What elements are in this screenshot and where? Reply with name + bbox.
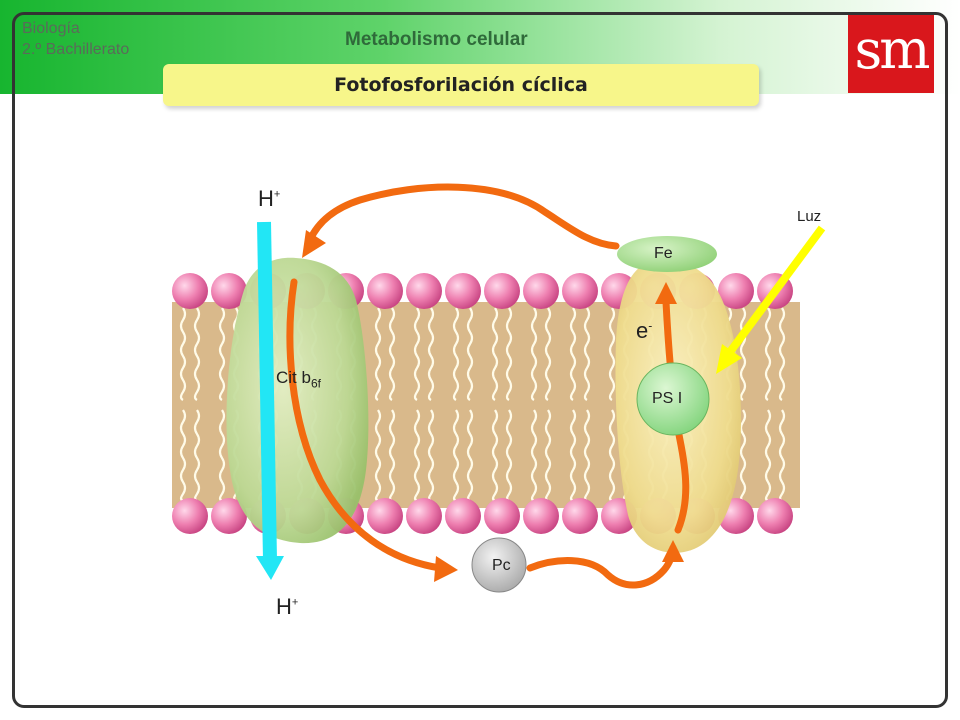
lipid-tail (452, 409, 460, 502)
pc-to-ps1-arrowhead (662, 540, 684, 562)
lipid-tail (530, 409, 538, 502)
lipid-tail (388, 409, 396, 502)
ps1-internal-arrowhead (655, 282, 677, 304)
lipid-tail (193, 409, 201, 502)
page-title: Fotofosforilación cíclica (334, 74, 588, 96)
proton-arrowhead (256, 556, 284, 580)
lipid-head-top (445, 273, 481, 309)
lipid-head-top (406, 273, 442, 309)
subject-name: Biología (22, 20, 80, 37)
fe-label: Fe (654, 245, 673, 262)
proton-label-top: H+ (258, 186, 280, 212)
proton-symbol-bottom: H (276, 594, 292, 619)
electron-charge: - (648, 318, 653, 333)
lipid-head-bottom (523, 498, 559, 534)
lipid-head-bottom (562, 498, 598, 534)
light-arrow (726, 225, 826, 355)
lipid-tail (452, 307, 460, 401)
lipid-tail (466, 307, 474, 401)
electron-symbol: e (636, 318, 649, 343)
lipid-head-bottom (367, 498, 403, 534)
course-level: 2.º Bachillerato (22, 41, 130, 58)
ps1-reaction-center (636, 362, 710, 436)
electron-return-arrow (306, 183, 620, 250)
lipid-tail (608, 307, 616, 401)
lipid-head-top (211, 273, 247, 309)
lipid-tail (179, 307, 187, 401)
proton-label-bottom: H+ (276, 594, 298, 620)
lipid-head-top (523, 273, 559, 309)
ps1-label: PS I (652, 390, 683, 407)
lipid-tail (739, 409, 747, 502)
proton-charge-bottom: + (291, 596, 299, 609)
lipid-tail (466, 409, 474, 502)
proton-flow-arrow (257, 221, 277, 561)
lipid-tail (764, 307, 772, 401)
lipid-tail (179, 409, 187, 502)
lipid-tail (764, 409, 772, 502)
electron-return-arrowhead (302, 230, 326, 258)
cytochrome-subscript: 6f (310, 376, 321, 391)
lipid-tail (778, 409, 786, 502)
lipid-tail (413, 409, 421, 502)
lipid-head-top (367, 273, 403, 309)
electron-label: e- (636, 318, 652, 344)
proton-charge-top: + (273, 188, 281, 201)
lipid-head-bottom (406, 498, 442, 534)
pc-label: Pc (492, 557, 511, 574)
lipid-tail (569, 307, 577, 401)
lipid-tail (218, 307, 226, 401)
lipid-head-top (484, 273, 520, 309)
title-bar: Fotofosforilación cíclica (163, 64, 759, 106)
cytochrome-to-pc-arrow (286, 278, 444, 572)
lipid-tail (374, 409, 382, 502)
lipid-tail (583, 409, 591, 502)
lipid-tail (544, 307, 552, 401)
lipid-tail (778, 307, 786, 401)
lipid-tail (491, 409, 499, 502)
light-label: Luz (797, 208, 822, 225)
lipid-tail (739, 307, 747, 401)
lipid-head-bottom (211, 498, 247, 534)
lipid-tail (569, 409, 577, 502)
lipid-head-top (718, 273, 754, 309)
lipid-head-bottom (484, 498, 520, 534)
lipid-tail (505, 307, 513, 401)
proton-symbol-top: H (258, 186, 274, 211)
subject-label: Biología 2.º Bachillerato (22, 18, 129, 60)
lipid-tail (530, 307, 538, 401)
sm-logo: sm (848, 13, 934, 93)
lipid-tail (544, 409, 552, 502)
lipid-tail (608, 409, 616, 502)
plastocyanin (471, 537, 527, 593)
lipid-head-bottom (757, 498, 793, 534)
lipid-tail (193, 307, 201, 401)
ps1-internal-electron-arrow (662, 298, 690, 534)
lipid-tail (427, 409, 435, 502)
lipid-tail (374, 307, 382, 401)
light-arrowhead (716, 344, 742, 374)
fe-cluster (617, 236, 717, 272)
lipid-tail (427, 307, 435, 401)
cytochrome-to-pc-arrowhead (434, 556, 458, 582)
lipid-tail (583, 307, 591, 401)
lipid-tail (218, 409, 226, 502)
lipid-head-bottom (445, 498, 481, 534)
cytochrome-name: Cit b (276, 368, 311, 387)
section-title: Metabolismo celular (345, 29, 528, 50)
lipid-tail (505, 409, 513, 502)
lipid-head-top (172, 273, 208, 309)
lipid-tail (491, 307, 499, 401)
cytochrome-label: Cit b6f (276, 368, 321, 390)
lipid-head-bottom (172, 498, 208, 534)
lipid-tail (388, 307, 396, 401)
lipid-head-top (562, 273, 598, 309)
lipid-tail (413, 307, 421, 401)
pc-to-ps1-arrow (526, 544, 677, 589)
